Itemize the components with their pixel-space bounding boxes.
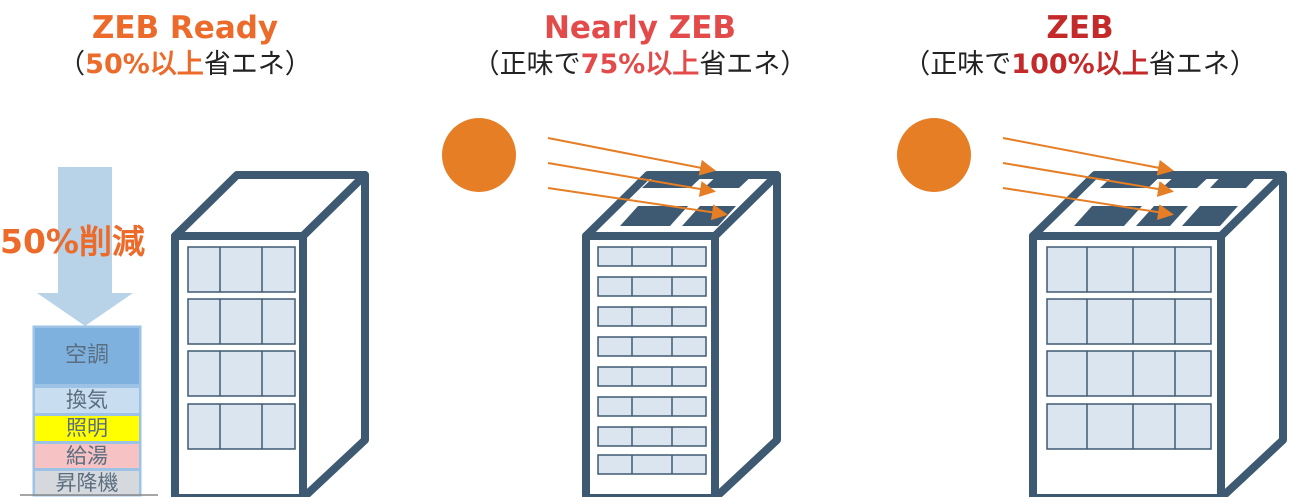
building-windows [1046, 246, 1212, 450]
subtitle-suffix: 省エネ） [699, 49, 808, 80]
down-arrow-icon [37, 167, 133, 326]
solar-panel-icon [620, 171, 757, 226]
panel-title-zeb: ZEB [1046, 10, 1114, 46]
sun-icon [442, 118, 516, 192]
building-windows [597, 246, 707, 475]
panel-title-zeb-ready: ZEB Ready [91, 10, 279, 46]
stack-label-hot-water: 給湯 [66, 444, 108, 468]
sunlight-rays [1002, 137, 1174, 221]
building-windows [187, 246, 296, 450]
panel-title-nearly-zeb: Nearly ZEB [543, 10, 737, 46]
solar-panel-icon [1074, 171, 1262, 226]
subtitle-open: （ [58, 49, 86, 80]
stack-label-elevator: 昇降機 [55, 471, 119, 495]
stack-block-hvac [35, 328, 139, 384]
subtitle-highlight: 75%以上 [580, 49, 700, 80]
reduction-label: 50%削減 [0, 222, 145, 261]
subtitle-suffix: 省エネ） [1148, 49, 1257, 80]
panel-subtitle-zeb-ready: （50%以上省エネ） [40, 48, 330, 82]
subtitle-highlight: 100%以上 [1011, 49, 1149, 80]
subtitle-suffix: 省エネ） [203, 49, 312, 80]
sunlight-rays [547, 137, 728, 221]
stack-label-hvac: 空調 [64, 343, 109, 368]
stack-block-elevator [35, 471, 139, 495]
subtitle-highlight: 50%以上 [85, 49, 204, 80]
building-icon [582, 171, 781, 497]
sun-icon [897, 118, 971, 192]
panel-subtitle-nearly-zeb: （正味で75%以上省エネ） [440, 48, 840, 82]
subtitle-open: （ [903, 49, 931, 80]
subtitle-prefix: 正味で [930, 49, 1012, 80]
subtitle-open: （ [472, 49, 500, 80]
panel-subtitle-zeb: （正味で100%以上省エネ） [870, 48, 1290, 82]
stack-label-ventilation: 換気 [66, 388, 108, 412]
stack-block-ventilation [35, 388, 139, 413]
stack-label-lighting: 照明 [66, 416, 108, 440]
stack-block-hot-water [35, 444, 139, 468]
subtitle-prefix: 正味で [499, 49, 581, 80]
stack-block-lighting [35, 416, 139, 441]
